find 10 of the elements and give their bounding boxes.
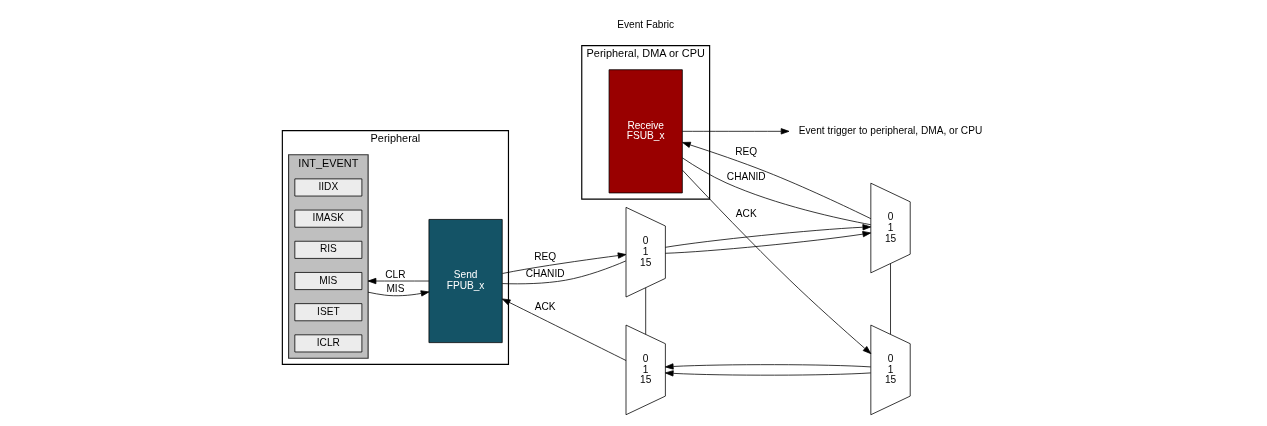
edge-label: CHANID <box>726 170 766 182</box>
edge-label: MIS <box>385 283 404 295</box>
edge-label: REQ <box>734 146 757 158</box>
node-text: Event trigger to peripheral, DMA, or CPU <box>798 124 982 136</box>
edge-label: CHANID <box>525 268 565 280</box>
edge-label: REQ <box>533 251 556 263</box>
edge-label: CLR <box>384 269 406 281</box>
edge-label: ACK <box>735 208 757 220</box>
label: Event Fabric <box>616 18 674 30</box>
edge-label: ACK <box>534 301 556 313</box>
